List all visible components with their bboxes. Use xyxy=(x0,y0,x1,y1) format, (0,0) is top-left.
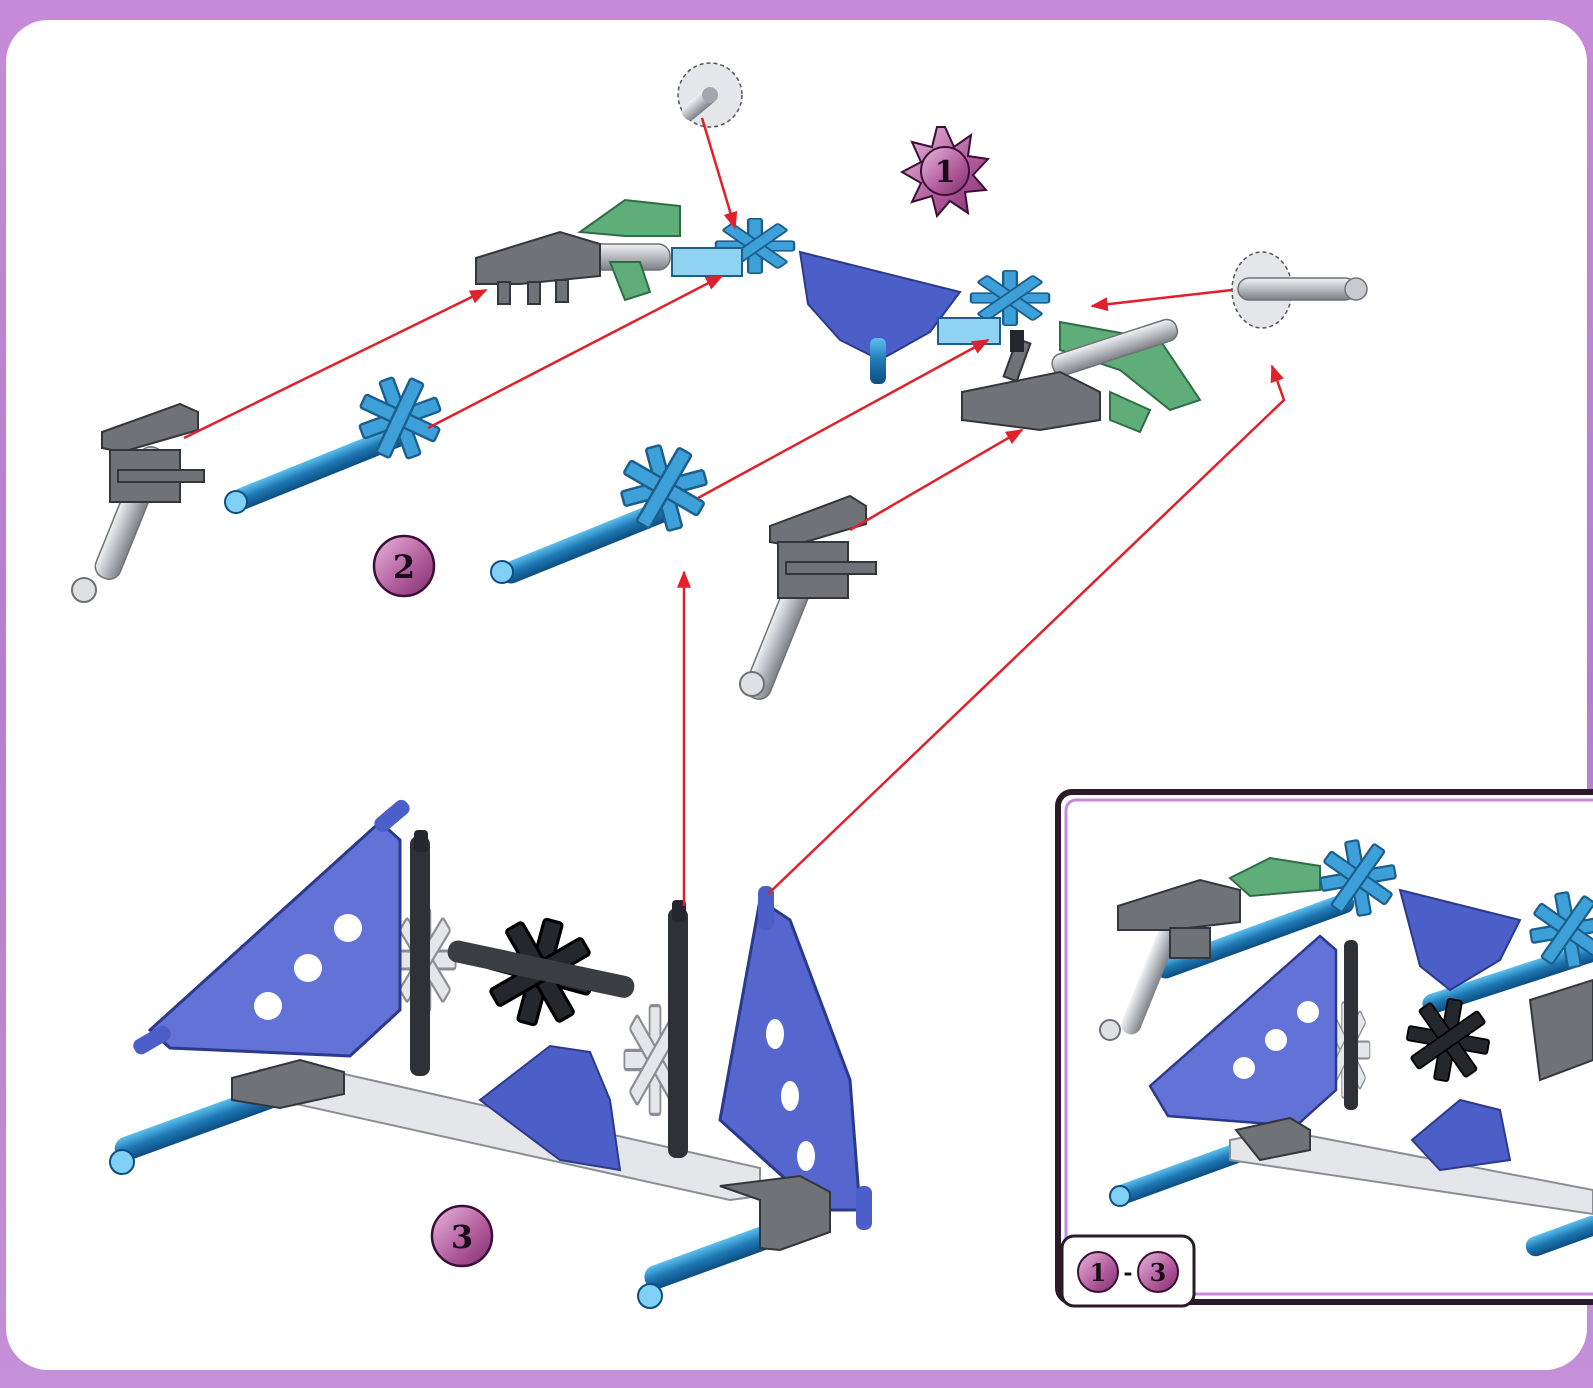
black-rod-right xyxy=(668,908,688,1158)
step-2-label: 2 xyxy=(393,548,415,586)
step-1-label: 1 xyxy=(935,155,956,190)
black-rod-left xyxy=(410,836,430,1076)
blue-connector-block-right xyxy=(938,318,1000,344)
inset-range-start: 1 xyxy=(1090,1258,1107,1287)
inset-range-end: 3 xyxy=(1150,1258,1167,1287)
blue-panel-peg xyxy=(870,338,886,384)
result-inset: 1 - 3 xyxy=(1058,792,1593,1306)
blue-connector-block-left xyxy=(672,248,742,276)
inset-range-separator: - xyxy=(1123,1260,1132,1286)
white-hub-top xyxy=(678,63,742,127)
step-2-badge: 2 xyxy=(374,536,434,596)
step-3-label: 3 xyxy=(451,1218,473,1256)
step-3-badge: 3 xyxy=(432,1206,492,1266)
black-hub-top xyxy=(1010,330,1024,352)
